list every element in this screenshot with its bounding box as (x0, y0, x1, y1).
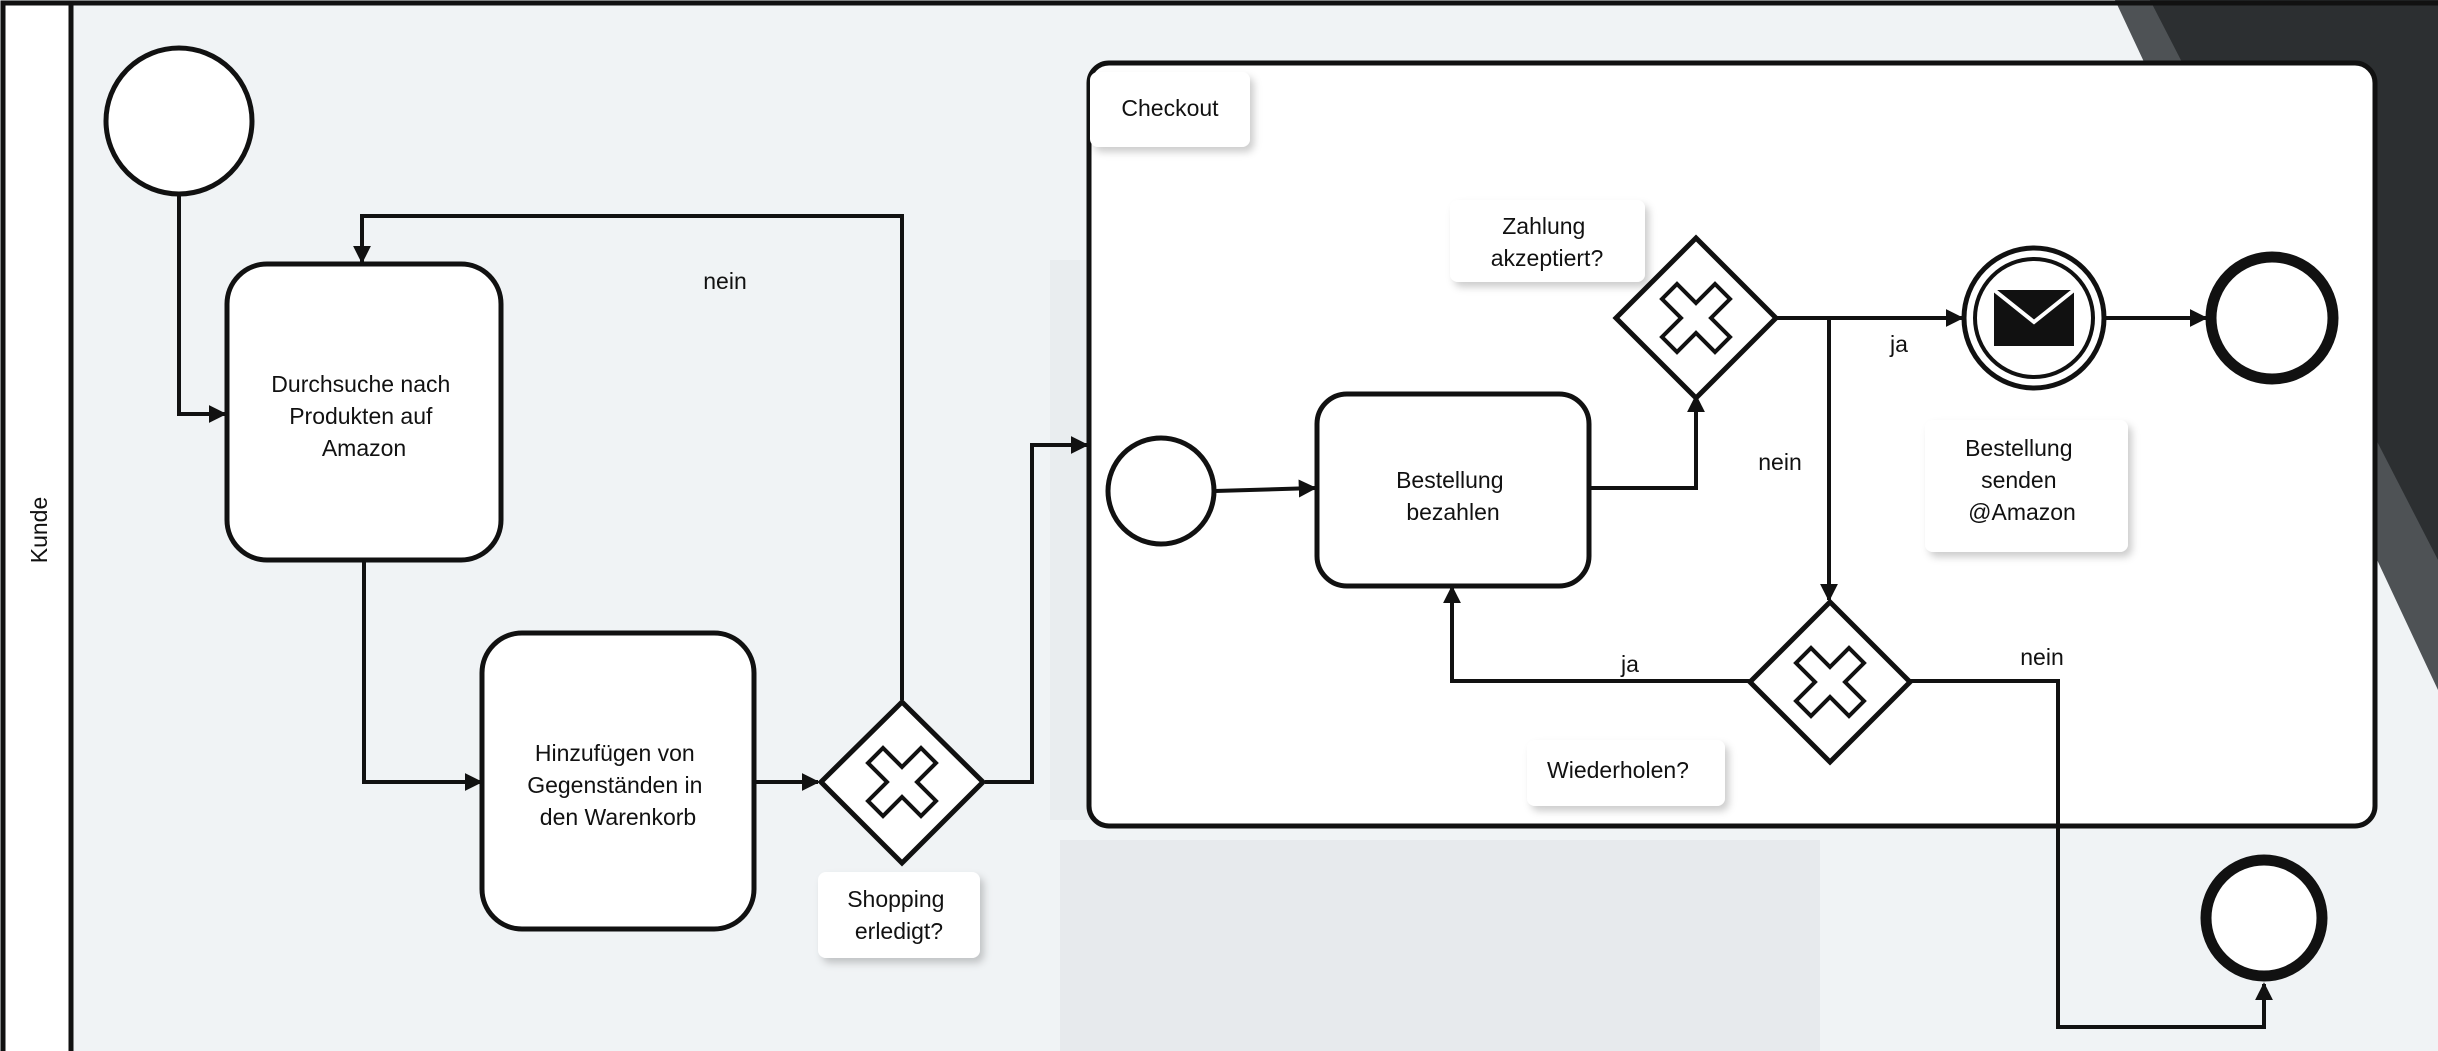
task-add-line-2: Gegenständen in (527, 772, 702, 798)
task-add-to-cart-label: Hinzufügen von Gegenständen in den Waren… (527, 740, 709, 830)
flow-pay-to-payment-gateway (1590, 394, 1705, 490)
task-pay-line-1: Bestellung (1396, 467, 1503, 493)
envelope-icon (1992, 288, 2076, 346)
edge-label-retry-no: nein (2020, 644, 2063, 670)
svg-text:Bestellung senden: Bestellung senden @Amazon (1965, 435, 2079, 525)
sequence-flows (177, 195, 2273, 1029)
subprocess-title: Checkout (1121, 95, 1219, 121)
label-message-line-1: Bestellung (1965, 435, 2072, 461)
edge-label-loop-no: nein (703, 268, 746, 294)
label-retry: Wiederholen? (1527, 740, 1725, 806)
label-payment-line-2: akzeptiert? (1491, 245, 1604, 271)
task-pay[interactable]: Bestellung bezahlen (1314, 391, 1592, 589)
label-shopping-line-1: Shopping (847, 886, 944, 912)
end-event-cancel[interactable] (2200, 854, 2328, 982)
gateway-retry[interactable] (1746, 598, 1914, 766)
gateway-shopping-done[interactable] (817, 698, 987, 867)
task-browse-line-1: Durchsuche nach (271, 371, 450, 397)
end-event[interactable] (2205, 251, 2339, 385)
flow-retry-yes (1443, 585, 1750, 683)
label-message-line-2: senden (1981, 467, 2056, 493)
edge-label-retry-yes: ja (1620, 651, 1639, 677)
label-payment-line-1: Zahlung (1502, 213, 1585, 239)
message-event[interactable] (1961, 245, 2107, 391)
gateway-x-icon (1793, 645, 1867, 719)
lane-label: Kunde (26, 497, 52, 564)
edge-label-payment-yes: ja (1889, 331, 1908, 357)
svg-text:Zahlung akzeptiert?: Zahlung akzeptiert? (1491, 213, 1604, 271)
task-browse-label: Durchsuche nach Produkten auf Amazon (271, 371, 456, 461)
task-add-line-1: Hinzufügen von (535, 740, 695, 766)
flow-browse-to-add (362, 562, 483, 791)
gateway-payment-accepted[interactable] (1612, 234, 1780, 402)
gateway-x-icon (865, 745, 939, 819)
flow-start-to-browse (177, 195, 227, 423)
label-payment-accepted: Zahlung akzeptiert? (1450, 200, 1645, 282)
subprocess-checkout[interactable]: Checkout (1086, 60, 2378, 829)
edge-label-payment-no: nein (1758, 449, 1801, 475)
flow-start-to-pay (1214, 479, 1317, 498)
flow-gateway-to-checkout (985, 436, 1089, 784)
flow-retry-no (1910, 679, 2273, 1029)
task-browse-line-2: Produkten auf (289, 403, 433, 429)
task-add-line-3: den Warenkorb (540, 804, 696, 830)
task-pay-line-2: bezahlen (1406, 499, 1499, 525)
svg-text:Shopping erledigt?: Shopping erledigt? (847, 886, 951, 944)
task-add-to-cart[interactable]: Hinzufügen von Gegenständen in den Waren… (479, 630, 757, 932)
label-shopping-line-2: erledigt? (855, 918, 943, 944)
task-browse[interactable]: Durchsuche nach Produkten auf Amazon (224, 261, 504, 563)
label-message-line-3: @Amazon (1968, 499, 2076, 525)
gateway-x-icon (1659, 281, 1733, 355)
start-event[interactable] (103, 45, 255, 197)
task-browse-line-3: Amazon (322, 435, 406, 461)
label-shopping-done: Shopping erledigt? (818, 872, 980, 958)
flow-gateway-loop-back (353, 214, 904, 700)
checkout-start-event[interactable] (1105, 435, 1217, 547)
label-message-event: Bestellung senden @Amazon (1925, 420, 2128, 552)
label-retry-text: Wiederholen? (1547, 757, 1689, 783)
task-pay-label: Bestellung bezahlen (1396, 467, 1510, 525)
